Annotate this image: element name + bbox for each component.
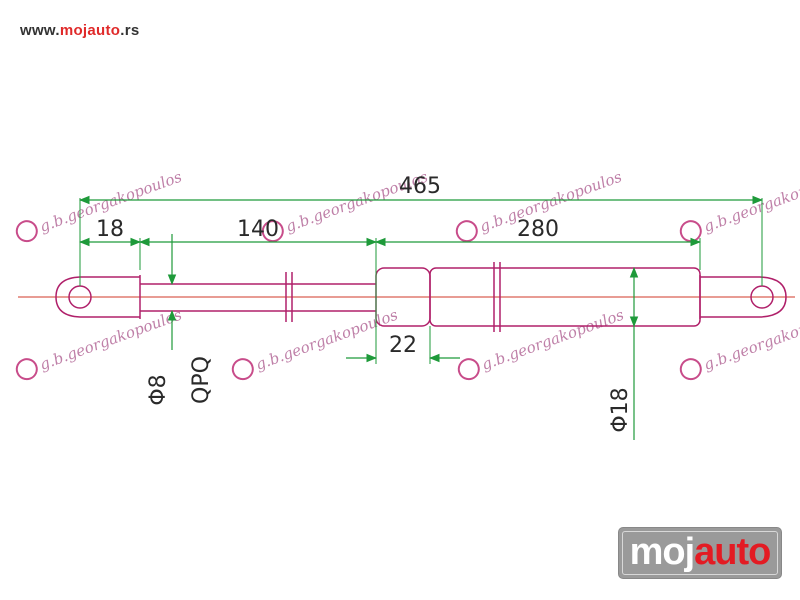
svg-text:g.b.georgakopoulos: g.b.georgakopoulos: [37, 305, 184, 373]
extension-lines: [79, 198, 763, 364]
svg-text:g.b.georgakopoulos: g.b.georgakopoulos: [701, 305, 800, 373]
watermark-5: g.b.georgakopoulos: [15, 305, 185, 381]
site-url[interactable]: www.mojauto.rs: [20, 22, 140, 39]
dim-label-22: 22: [389, 333, 417, 358]
mojauto-logo[interactable]: mojauto: [619, 528, 781, 578]
dimension-lines: [78, 195, 764, 440]
piston-rod: [140, 272, 376, 322]
watermark-8: g.b.georgakopoulos: [679, 305, 800, 381]
dim-label-body-diameter: Φ18: [608, 387, 633, 432]
dim-label-465: 465: [399, 174, 441, 199]
dim-label-rod-diameter: Φ8: [146, 374, 171, 405]
watermark-7: g.b.georgakopoulos: [457, 305, 627, 381]
dim-label-140: 140: [237, 217, 279, 242]
logo-frame: [622, 531, 778, 575]
dim-label-280: 280: [517, 217, 559, 242]
watermark-4: g.b.georgakopoulos: [679, 167, 800, 243]
logo-text: mojauto: [629, 531, 772, 573]
svg-text:g.b.georgakopoulos: g.b.georgakopoulos: [253, 305, 400, 373]
dim-label-18: 18: [96, 217, 124, 242]
svg-text:g.b.georgakopoulos: g.b.georgakopoulos: [479, 305, 626, 373]
watermark-6: g.b.georgakopoulos: [231, 305, 401, 381]
svg-text:g.b.georgakopoulos: g.b.georgakopoulos: [701, 167, 800, 235]
dim-label-qpq: QPQ: [189, 356, 214, 404]
